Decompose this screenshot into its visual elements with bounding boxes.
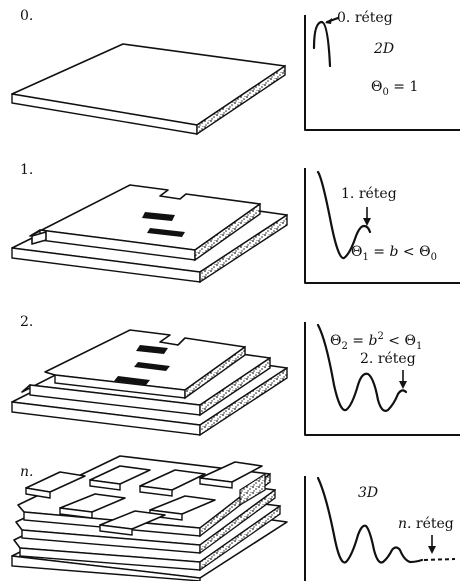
graph-axes: [304, 15, 460, 131]
intensity-graph: 1. réteg Θ1 = b < Θ0: [304, 168, 460, 284]
graph-axes: [304, 322, 460, 436]
arrow-head: [363, 218, 371, 226]
layer-label: 1. réteg: [341, 186, 397, 202]
mode-label: 3D: [358, 485, 378, 501]
mode-label: 2D: [373, 41, 394, 57]
slab-illustration: [11, 455, 288, 581]
panel-1: 1. 1. réteg Θ1 = b < Θ0: [11, 162, 460, 284]
coverage-label: Θ2 = b2 < Θ1: [330, 331, 422, 352]
arrow-head: [428, 546, 436, 554]
layer-label: 2. réteg: [360, 351, 416, 367]
intensity-curve: [316, 323, 408, 412]
layer-label: 0. réteg: [337, 10, 393, 26]
intensity-graph: 3D n. réteg: [304, 476, 456, 581]
panel-index-label: 0.: [20, 8, 33, 24]
coverage-label: Θ0 = 1: [371, 79, 418, 98]
panel-2: 2. Θ2 = b2 < Θ1 2. réteg: [11, 314, 460, 437]
intensity-curve: [316, 170, 372, 260]
arrow-head: [325, 18, 332, 24]
dashed-tail: [423, 558, 456, 561]
slab-illustration: [11, 184, 288, 284]
panel-n: n.: [11, 455, 456, 581]
coverage-label: Θ1 = b < Θ0: [351, 244, 437, 263]
graph-axes: [304, 168, 460, 284]
panel-0: 0. 0. réteg 2D Θ0 = 1: [11, 8, 460, 136]
slab-illustration: [11, 43, 286, 136]
arrow-head: [399, 381, 407, 389]
intensity-curve: [316, 476, 424, 564]
intensity-graph: Θ2 = b2 < Θ1 2. réteg: [304, 322, 460, 436]
panel-index-label: n.: [20, 464, 33, 480]
panel-index-label: 1.: [20, 162, 33, 178]
panel-index-label: 2.: [20, 314, 33, 330]
intensity-graph: 0. réteg 2D Θ0 = 1: [304, 10, 460, 131]
intensity-curve: [312, 20, 332, 68]
slab-illustration: [11, 329, 288, 437]
layer-label: n. réteg: [398, 516, 454, 532]
